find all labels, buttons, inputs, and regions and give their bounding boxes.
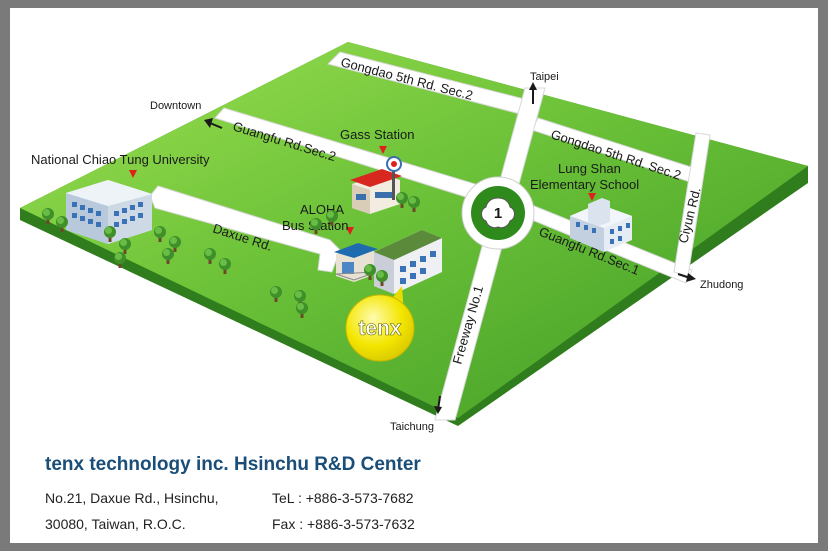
gas-station-marker-icon: [379, 146, 387, 154]
arrow-down-icon: [434, 395, 442, 414]
telephone: TeL : +886-3-573-7682: [272, 490, 414, 506]
bus-station-marker-icon: [346, 227, 354, 235]
nctu-marker-icon: [129, 170, 137, 178]
ground: [20, 42, 808, 418]
arrow-left-icon: [204, 118, 223, 129]
footer: tenx technology inc. Hsinchu R&D Center …: [10, 446, 818, 543]
arrow-up-icon: [529, 82, 537, 104]
direction-arrows: [204, 82, 696, 414]
label-downtown: Downtown: [150, 100, 201, 112]
fax: Fax : +886-3-573-7632: [272, 516, 415, 532]
label-gas-station: Gass Station: [340, 127, 414, 142]
label-zhudong: Zhudong: [700, 279, 743, 291]
school-building: [570, 198, 632, 252]
label-taichung: Taichung: [390, 421, 434, 433]
tenx-bubble: tenx: [345, 286, 415, 362]
company-name: tenx technology inc. Hsinchu R&D Center: [45, 454, 421, 475]
freeway-shield-number: 1: [494, 205, 502, 222]
label-nctu: National Chiao Tung University: [31, 152, 210, 167]
nctu-building: [66, 180, 152, 244]
map-card: 1 Gongdao 5th Rd. Sec.2 Guangfu Rd.Sec.2…: [10, 8, 818, 543]
tenx-bubble-text: tenx: [358, 317, 402, 340]
location-map: 1 Gongdao 5th Rd. Sec.2 Guangfu Rd.Sec.2…: [20, 42, 808, 433]
label-school-1: Lung Shan: [558, 161, 621, 176]
school-marker-icon: [588, 193, 596, 201]
arrow-right-icon: [677, 273, 696, 282]
label-taipei: Taipei: [530, 71, 559, 83]
address-line-2: 30080, Taiwan, R.O.C.: [45, 516, 186, 532]
gas-station-building: [350, 156, 402, 214]
label-school-2: Elementary School: [530, 177, 639, 192]
address-line-1: No.21, Daxue Rd., Hsinchu,: [45, 490, 219, 506]
freeway-shield-icon: 1: [481, 197, 515, 229]
